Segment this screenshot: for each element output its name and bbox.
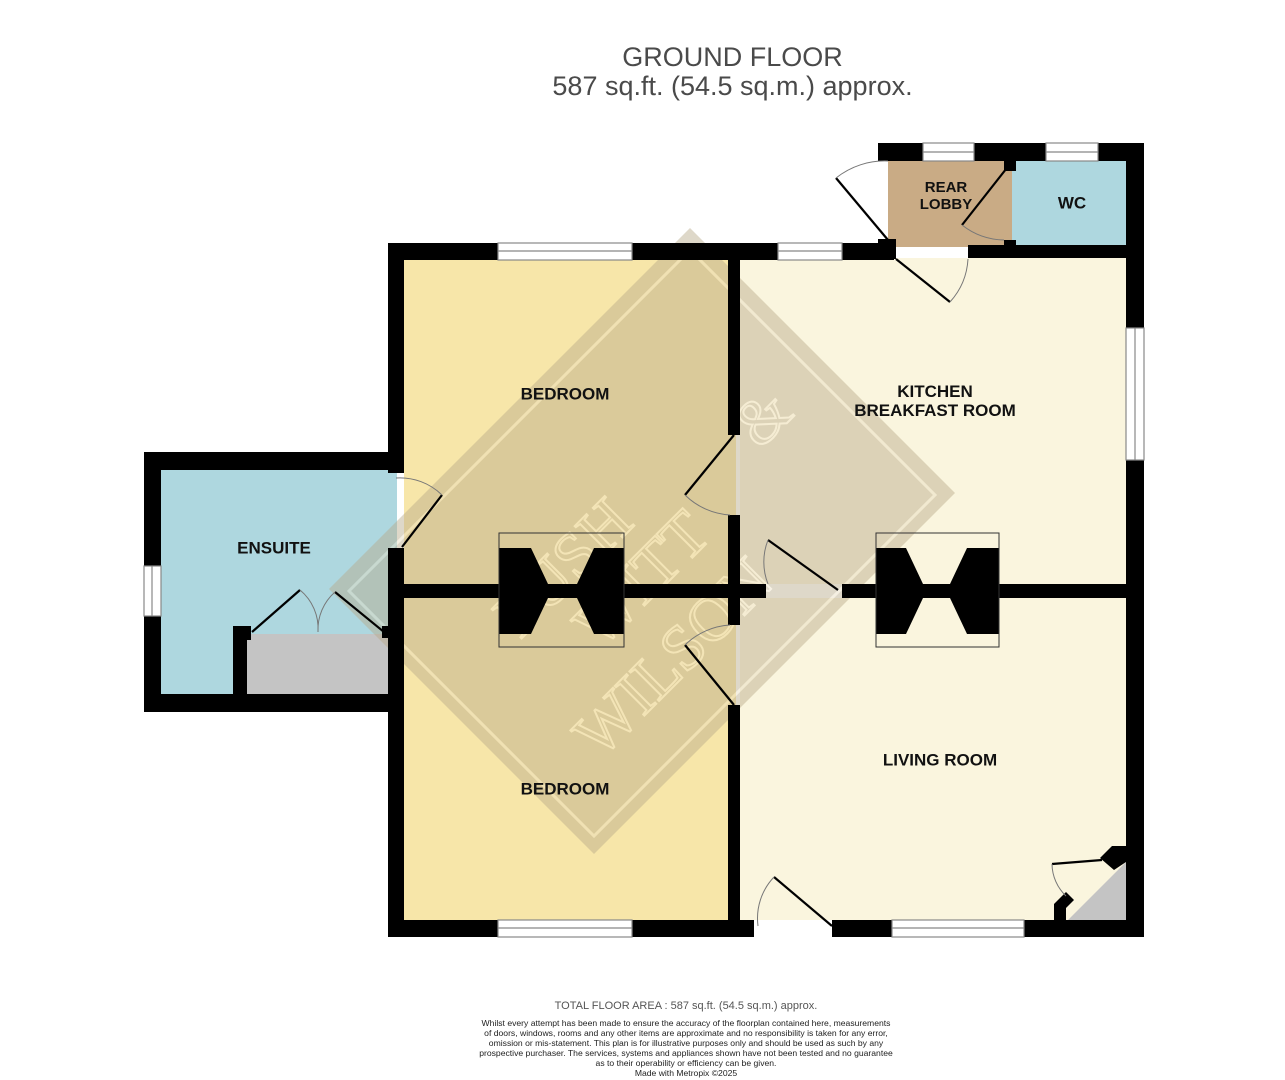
doors — [251, 163, 1103, 927]
room-label-rear-lobby: REAR LOBBY — [920, 179, 973, 213]
room-label-bedroom-2: BEDROOM — [520, 779, 610, 799]
kitchen-floor — [740, 258, 1126, 584]
living-room-floor — [740, 598, 1126, 920]
watermark: PUSH WITT & WILSON — [329, 228, 955, 854]
living-room-cupboard — [1068, 862, 1126, 920]
room-label-bedroom-1: BEDROOM — [520, 384, 610, 404]
wc-floor — [1012, 161, 1126, 245]
room-label-kitchen: KITCHEN BREAKFAST ROOM — [854, 382, 1016, 420]
disclaimer-line: as to their operability or efficiency ca… — [595, 1058, 777, 1068]
floor-title: GROUND FLOOR — [622, 42, 843, 72]
floor-area: 587 sq.ft. (54.5 sq.m.) approx. — [552, 71, 913, 101]
rear-lobby-line1: REAR — [924, 179, 968, 196]
room-label-wc: WC — [1057, 193, 1087, 213]
total-floor-area: TOTAL FLOOR AREA : 587 sq.ft. (54.5 sq.m… — [554, 1000, 818, 1012]
disclaimer-line: of doors, windows, rooms and any other i… — [484, 1028, 888, 1038]
bedroom-1-floor — [404, 260, 736, 590]
ensuite-cupboard — [247, 634, 391, 694]
disclaimer-line: prospective purchaser. The services, sys… — [479, 1048, 893, 1058]
windows — [143, 142, 1145, 938]
room-label-living-room: LIVING ROOM — [882, 750, 998, 770]
rear-lobby-floor — [888, 161, 1012, 247]
bedroom-2-floor — [404, 598, 736, 920]
hearths — [498, 532, 1000, 648]
disclaimer-line: Whilst every attempt has been made to en… — [481, 1018, 891, 1028]
rear-lobby-line2: LOBBY — [919, 196, 973, 213]
kitchen-line2: BREAKFAST ROOM — [854, 401, 1016, 420]
door-swings — [299, 160, 1067, 927]
room-label-ensuite: ENSUITE — [237, 538, 311, 558]
disclaimer-line: omission or mis-statement. This plan is … — [488, 1038, 884, 1048]
kitchen-line1: KITCHEN — [897, 382, 973, 401]
walls — [144, 143, 1144, 937]
made-with: Made with Metropix ©2025 — [634, 1068, 738, 1078]
disclaimer: Whilst every attempt has been made to en… — [0, 1018, 1285, 1078]
